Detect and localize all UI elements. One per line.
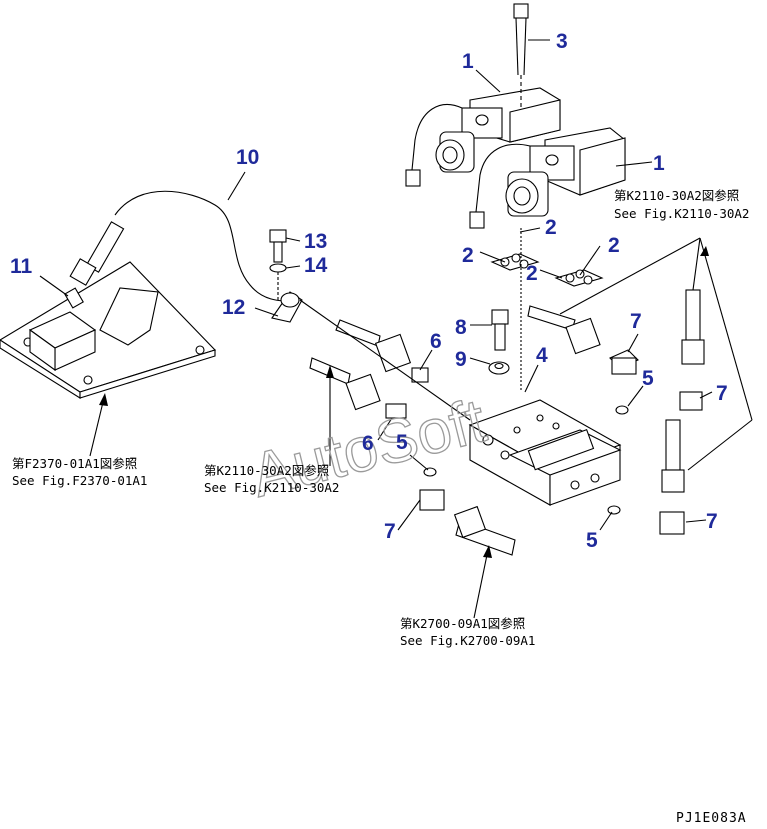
reference-notes: 第K2110-30A2図参照 See Fig.K2110-30A2 第F2370… <box>12 188 749 648</box>
callout-7-left: 7 <box>384 520 396 543</box>
drawing-code: PJ1E083A <box>676 811 747 826</box>
fitting-6-lower <box>385 403 407 419</box>
callout-7-lower: 7 <box>706 510 718 533</box>
ref-k2700-en: See Fig.K2700-09A1 <box>400 633 535 648</box>
elbow-7-top <box>609 349 639 375</box>
callout-13: 13 <box>304 230 327 253</box>
plug-5-lower <box>607 505 621 515</box>
elbow-7-right <box>679 391 703 411</box>
mounting-plate <box>0 261 217 399</box>
elbow-7-left <box>419 489 445 511</box>
fitting-6-upper <box>411 367 429 383</box>
callout-numbers: 1 1 3 2 2 2 2 8 9 4 6 6 7 7 7 7 5 5 5 10… <box>10 30 728 552</box>
callout-11: 11 <box>10 255 33 278</box>
callout-5-right: 5 <box>642 367 654 390</box>
ref-f2370-jp: 第F2370-01A1図参照 <box>12 456 137 471</box>
callout-12: 12 <box>222 296 245 319</box>
ref-k2110-mid-en: See Fig.K2110-30A2 <box>204 480 339 495</box>
plug-5-left <box>423 467 437 477</box>
manifold-block-4 <box>468 399 622 506</box>
plug-5-right <box>615 405 629 415</box>
callout-10: 10 <box>236 146 259 169</box>
ref-k2110-right-en: See Fig.K2110-30A2 <box>614 206 749 221</box>
callout-2-a: 2 <box>545 216 557 239</box>
callout-6-upper: 6 <box>430 330 442 353</box>
callout-1-right: 1 <box>653 152 665 175</box>
callout-9: 9 <box>455 348 467 371</box>
hose-10 <box>69 190 291 302</box>
leader-lines <box>39 39 753 619</box>
solenoid-valve-upper <box>405 87 561 187</box>
clamp-12 <box>271 291 471 421</box>
sensor-11 <box>64 287 84 309</box>
callout-5-lower: 5 <box>586 529 598 552</box>
callout-7-right: 7 <box>716 382 728 405</box>
callout-2-b: 2 <box>462 244 474 267</box>
callout-2-d: 2 <box>526 262 538 285</box>
ref-f2370-en: See Fig.F2370-01A1 <box>12 473 147 488</box>
callout-3: 3 <box>556 30 568 53</box>
bolt-13 <box>269 229 287 263</box>
callout-4: 4 <box>536 344 548 367</box>
ref-k2110-mid-jp: 第K2110-30A2図参照 <box>204 463 329 478</box>
ref-k2700-jp: 第K2700-09A1図参照 <box>400 616 525 631</box>
bolt-8 <box>491 309 509 351</box>
callout-5-left: 5 <box>396 431 408 454</box>
ref-k2110-right-jp: 第K2110-30A2図参照 <box>614 188 739 203</box>
callout-2-c: 2 <box>608 234 620 257</box>
washer-9 <box>488 361 510 375</box>
bolt-3 <box>513 3 529 108</box>
callout-14: 14 <box>304 254 328 277</box>
o-rings-2 <box>490 253 604 287</box>
callout-7-top: 7 <box>630 310 642 333</box>
callout-8: 8 <box>455 316 467 339</box>
callout-6-lower: 6 <box>362 432 374 455</box>
washer-14 <box>269 263 287 302</box>
elbow-7-lower <box>659 511 685 535</box>
callout-1-top: 1 <box>462 50 474 73</box>
solenoid-valve-lower <box>469 127 626 229</box>
